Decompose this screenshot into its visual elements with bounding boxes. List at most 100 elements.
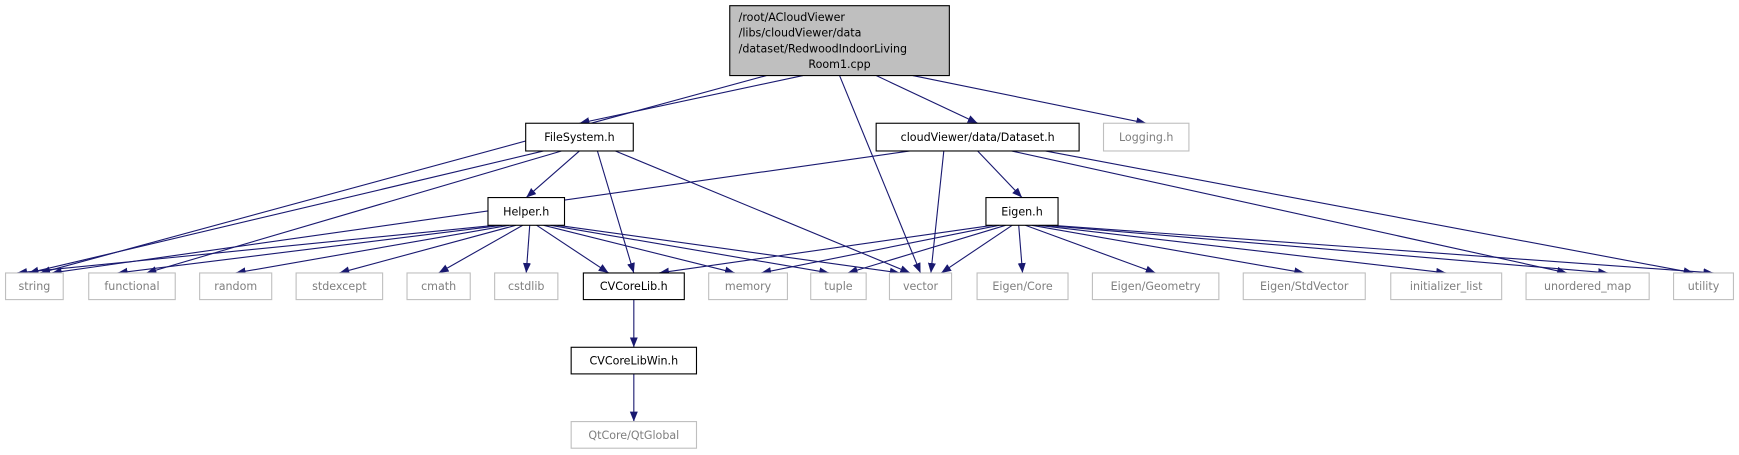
node-box: [985, 197, 1059, 226]
node-label: Logging.h: [1119, 131, 1174, 144]
node-cvcorelibwin[interactable]: CVCoreLibWin.h: [570, 346, 698, 375]
node-box: [1673, 272, 1735, 301]
node-label: Helper.h: [503, 205, 549, 218]
nodes-layer: /root/ACloudViewer/libs/cloudViewer/data…: [4, 5, 1735, 449]
node-cvcorelib[interactable]: CVCoreLib.h: [582, 272, 685, 301]
node-label: vector: [903, 280, 939, 293]
node-label: cloudViewer/data/Dataset.h: [901, 131, 1055, 144]
node-label: Eigen/Core: [992, 280, 1053, 293]
node-cstdlib: cstdlib: [494, 272, 559, 301]
node-logging: Logging.h: [1102, 122, 1190, 152]
node-label: string: [18, 280, 50, 293]
edge-helper-to-cmath: [438, 224, 524, 274]
edge-helper-to-functional: [117, 224, 502, 276]
node-unordered-map: unordered_map: [1525, 272, 1650, 301]
node-label: /dataset/RedwoodIndoorLiving: [739, 42, 907, 55]
node-string: string: [4, 272, 64, 301]
node-cmath: cmath: [406, 272, 471, 301]
node-label: QtCore/QtGlobal: [588, 429, 679, 442]
node-main[interactable]: /root/ACloudViewer/libs/cloudViewer/data…: [729, 5, 950, 77]
node-box: [1390, 272, 1503, 301]
edge-main-to-vector: [839, 75, 922, 274]
node-random: random: [199, 272, 273, 301]
node-box: [494, 272, 559, 301]
node-eigen-core: Eigen/Core: [976, 272, 1069, 301]
node-label: Eigen/Geometry: [1111, 280, 1201, 293]
node-box: [570, 421, 698, 449]
node-memory: memory: [708, 272, 788, 301]
node-eigen[interactable]: Eigen.h: [985, 197, 1059, 226]
node-label: utility: [1688, 280, 1720, 293]
edge-eigen-to-unordered_map: [1044, 224, 1609, 277]
node-helper[interactable]: Helper.h: [487, 197, 566, 226]
node-box: [525, 122, 634, 152]
edge-filesystem-to-string: [28, 150, 544, 275]
node-utility: utility: [1673, 272, 1735, 301]
edge-helper-to-cvcorelib: [536, 224, 609, 274]
node-initializer-list: initializer_list: [1390, 272, 1503, 301]
edge-eigen-to-initializer_list: [1038, 224, 1447, 276]
node-box: [406, 272, 471, 301]
edge-eigen-to-eigen_core: [1017, 225, 1026, 274]
node-label: functional: [104, 280, 159, 293]
node-label: initializer_list: [1410, 280, 1483, 293]
node-box: [1102, 122, 1190, 152]
edge-eigen-to-tuple: [847, 224, 1006, 274]
edge-helper-to-stdexcept: [339, 224, 516, 275]
node-label: CVCoreLib.h: [600, 280, 668, 293]
node-box: [1242, 272, 1366, 301]
edge-main-to-string: [40, 75, 767, 275]
edge-helper-to-cstdlib: [522, 225, 531, 274]
edge-eigen-to-vector: [940, 224, 1013, 274]
node-box: [295, 272, 384, 301]
node-label: random: [214, 280, 257, 293]
node-box: [976, 272, 1069, 301]
node-label: Eigen.h: [1001, 205, 1042, 218]
edge-helper-to-tuple: [550, 224, 830, 276]
node-box: [4, 272, 64, 301]
edge-helper-to-memory: [543, 224, 736, 275]
edge-eigen-to-eigen_stdvector: [1031, 224, 1305, 276]
edge-dataset-to-vector: [927, 150, 945, 274]
node-box: [888, 272, 953, 301]
node-tuple: tuple: [810, 272, 867, 301]
node-dataset[interactable]: cloudViewer/data/Dataset.h: [875, 122, 1080, 152]
node-label: tuple: [824, 280, 852, 293]
node-box: [487, 197, 566, 226]
node-label: FileSystem.h: [544, 131, 614, 144]
edge-dataset-to-unordered_map: [1011, 150, 1568, 275]
edge-eigen-to-memory: [761, 224, 1000, 275]
node-eigen-stdvector: Eigen/StdVector: [1242, 272, 1366, 301]
node-box: [729, 5, 950, 77]
edge-filesystem-to-helper: [525, 150, 580, 198]
node-label: Eigen/StdVector: [1260, 280, 1349, 293]
edge-dataset-to-eigen: [977, 150, 1023, 198]
node-filesystem[interactable]: FileSystem.h: [525, 122, 634, 152]
node-label: unordered_map: [1544, 280, 1631, 293]
node-box: [1525, 272, 1650, 301]
edges-layer: [17, 75, 1714, 422]
node-box: [875, 122, 1080, 152]
edge-dataset-to-string: [51, 150, 911, 276]
edge-main-to-logging: [912, 75, 1147, 126]
edge-filesystem-to-cvcorelib: [596, 150, 635, 274]
node-box: [1091, 272, 1220, 301]
node-functional: functional: [88, 272, 176, 301]
node-box: [582, 272, 685, 301]
node-box: [88, 272, 176, 301]
edge-eigen-to-eigen_geometry: [1025, 224, 1156, 274]
node-label: memory: [725, 280, 772, 293]
edge-helper-to-random: [235, 224, 509, 276]
node-box: [708, 272, 788, 301]
edge-eigen-to-utility: [1051, 224, 1714, 277]
node-label: /libs/cloudViewer/data: [739, 27, 862, 40]
edge-main-to-filesystem: [579, 75, 804, 126]
node-stdexcept: stdexcept: [295, 272, 384, 301]
edge-dataset-to-utility: [1045, 150, 1694, 276]
node-box: [570, 346, 698, 375]
node-label: /root/ACloudViewer: [739, 11, 846, 24]
node-label: stdexcept: [312, 280, 367, 293]
node-label: CVCoreLibWin.h: [590, 354, 679, 367]
edge-helper-to-vector: [557, 224, 900, 276]
